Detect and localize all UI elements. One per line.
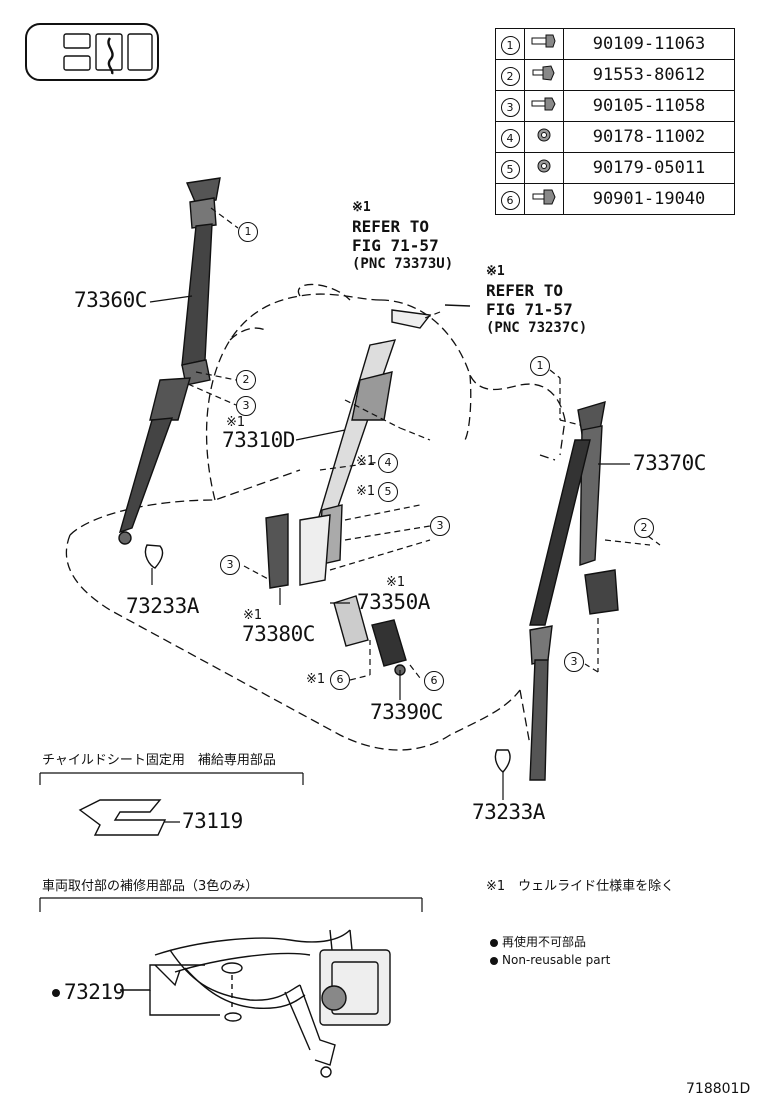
part-label-73219: 73219: [52, 982, 125, 1003]
callout-4: 4: [378, 453, 398, 473]
anchor-plate-left: [144, 544, 164, 569]
row-number: 4: [500, 128, 520, 148]
plate-73119-shape: [78, 799, 167, 836]
callout-6: 6: [424, 671, 444, 691]
refer-note-73237C: ※1 REFER TO FIG 71-57 (PNC 73237C): [486, 262, 587, 338]
vehicle-icon: [25, 23, 159, 81]
part-number: 90109-11063: [563, 28, 735, 60]
ref-line: (PNC 73237C): [486, 320, 588, 336]
ref-line: (PNC 73373U): [352, 256, 454, 272]
part-number: 90901-19040: [563, 183, 735, 215]
nut-icon: [537, 159, 551, 173]
mark-callout-4: ※1: [356, 454, 376, 469]
part-label-73233A-right: 73233A: [472, 800, 545, 824]
buckle-73380C: [265, 513, 289, 589]
ref-line: FIG 71-57: [486, 300, 573, 319]
callout-3: 3: [220, 555, 240, 575]
table-row: 4 90178-11002: [495, 121, 735, 153]
mark-callout-6: ※1: [306, 672, 326, 687]
bolt-icon: [532, 189, 556, 205]
part-label-73380C: 73380C: [242, 622, 315, 646]
table-row: 6 90901-19040: [495, 183, 735, 215]
non-reusable-dot: [490, 938, 498, 947]
ref-line: REFER TO: [486, 281, 564, 300]
row-number: 2: [500, 66, 520, 86]
callout-3: 3: [430, 516, 450, 536]
callout-2: 2: [634, 518, 654, 538]
part-number: 90105-11058: [563, 90, 735, 122]
section-rules: [39, 772, 423, 912]
note-text: Non-reusable part: [502, 953, 611, 967]
callout-6: 6: [330, 670, 350, 690]
note-non-reusable-en: Non-reusable part: [490, 954, 610, 966]
part-label-73310D: 73310D: [222, 428, 295, 452]
table-row: 1 90109-11063: [495, 28, 735, 60]
fastener-table: 1 90109-11063 2 91553-80612 3 90105-1105…: [495, 28, 735, 215]
row-number: 5: [500, 159, 520, 179]
ref-line: FIG 71-57: [352, 236, 439, 255]
center-belt-assembly: [299, 339, 397, 586]
mark-73380C: ※1: [243, 608, 263, 623]
callout-2: 2: [236, 370, 256, 390]
row-number: 6: [500, 190, 520, 210]
cover-73237C: [444, 304, 471, 307]
seat-outline: [65, 283, 566, 751]
mark-callout-5: ※1: [356, 484, 376, 499]
note-text: 再使用不可部品: [502, 935, 587, 949]
part-number: 90178-11002: [563, 121, 735, 153]
row-number: 3: [500, 97, 520, 117]
anchor-plate-right: [494, 749, 511, 773]
mark-73350A: ※1: [386, 575, 406, 590]
section-repair-parts: 車両取付部の補修用部品（3色のみ）: [42, 879, 259, 894]
part-label-73219-text: 73219: [64, 980, 125, 1004]
part-number: 91553-80612: [563, 59, 735, 91]
dashed-leaders: [187, 207, 661, 681]
part-number: 90179-05011: [563, 152, 735, 184]
cover-73373U: [391, 309, 432, 329]
callout-3: 3: [564, 652, 584, 672]
bolt-icon: [531, 34, 556, 48]
part-label-73233A-left: 73233A: [126, 594, 199, 618]
right-belt-assembly: [529, 401, 619, 781]
ref-line: REFER TO: [352, 217, 430, 236]
part-label-73360C: 73360C: [74, 288, 147, 312]
non-reusable-dot: [490, 956, 498, 965]
part-label-73370C: 73370C: [633, 451, 706, 475]
table-row: 2 91553-80612: [495, 59, 735, 91]
ref-mark: ※1: [486, 264, 505, 279]
mark-73310D: ※1: [226, 415, 246, 430]
table-row: 3 90105-11058: [495, 90, 735, 122]
figure-id: 718801D: [686, 1081, 751, 1097]
part-label-73350A: 73350A: [357, 590, 430, 614]
buckle-73350A: [333, 595, 369, 647]
note-exclude-welride: ※1 ウェルライド仕様車を除く: [486, 879, 675, 894]
ref-mark: ※1: [352, 200, 371, 215]
row-number: 1: [500, 35, 520, 55]
callout-3: 3: [236, 396, 256, 416]
callout-1: 1: [530, 356, 550, 376]
table-row: 5 90179-05011: [495, 152, 735, 184]
buckle-73390C: [371, 619, 407, 676]
leader-lines: [149, 295, 630, 823]
refer-note-73373U: ※1 REFER TO FIG 71-57 (PNC 73373U): [352, 198, 453, 274]
left-belt-assembly: [118, 177, 221, 545]
repair-bracket-illustration: [120, 929, 391, 1078]
flange-bolt-icon: [532, 65, 555, 81]
nut-icon: [537, 128, 551, 142]
part-label-73119: 73119: [182, 809, 243, 833]
section-child-seat: チャイルドシート固定用 補給専用部品: [42, 753, 276, 768]
note-non-reusable-jp: 再使用不可部品: [490, 936, 586, 948]
bolt-icon: [531, 97, 556, 111]
callout-5: 5: [378, 482, 398, 502]
non-reusable-dot: [52, 989, 60, 997]
part-label-73390C: 73390C: [370, 700, 443, 724]
callout-1: 1: [238, 222, 258, 242]
